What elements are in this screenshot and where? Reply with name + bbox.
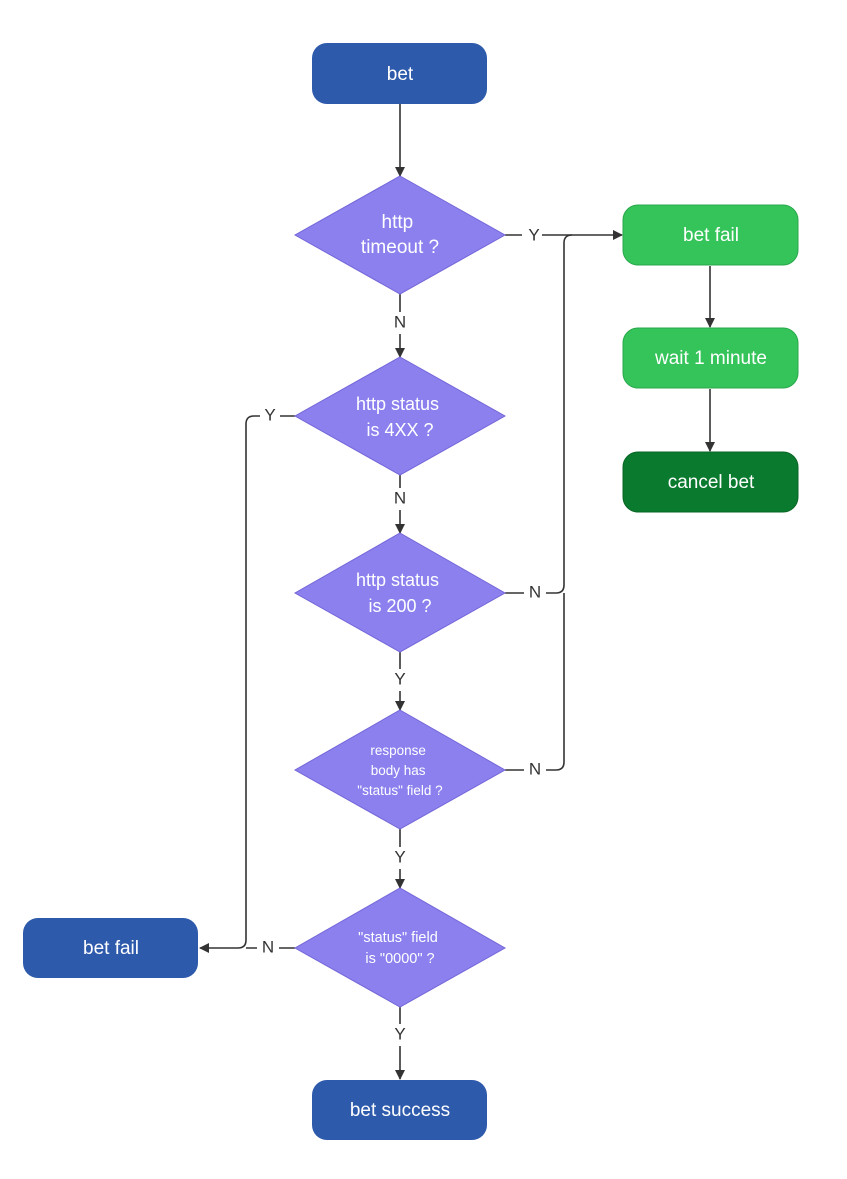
label-4xx-no: N bbox=[394, 488, 406, 507]
edge-body-no-to-betfail bbox=[505, 593, 565, 771]
decision-status-field-label: "status" field is "0000" ? bbox=[358, 930, 442, 967]
label-field-no: N bbox=[262, 937, 274, 956]
decision-http-status-4xx-label: http status is 4XX ? bbox=[356, 394, 444, 440]
decision-status-field[interactable]: "status" field is "0000" ? bbox=[293, 887, 507, 1008]
edge-4xx-yes-to-betfail-left bbox=[199, 415, 295, 953]
node-cancel-bet[interactable]: cancel bet bbox=[622, 451, 799, 513]
edge-labels: Y N Y N N Y N Y N Y bbox=[257, 225, 546, 1046]
node-cancel-bet-label: cancel bet bbox=[668, 472, 755, 493]
decision-response-body-label: response body has "status" field ? bbox=[357, 743, 442, 798]
node-bet-label: bet bbox=[387, 64, 414, 85]
node-bet-success-label: bet success bbox=[350, 1100, 450, 1121]
node-bet[interactable]: bet bbox=[312, 43, 487, 104]
label-200-no: N bbox=[529, 582, 541, 601]
decision-http-status-200-label: http status is 200 ? bbox=[356, 570, 444, 616]
label-4xx-yes: Y bbox=[264, 405, 275, 424]
label-timeout-yes: Y bbox=[528, 225, 539, 244]
label-body-yes: Y bbox=[394, 847, 405, 866]
node-bet-fail-right[interactable]: bet fail bbox=[622, 204, 799, 266]
decision-http-timeout-label: http timeout ? bbox=[361, 212, 439, 258]
node-bet-fail-left[interactable]: bet fail bbox=[23, 918, 198, 978]
decision-response-body[interactable]: response body has "status" field ? bbox=[293, 709, 507, 830]
label-field-yes: Y bbox=[394, 1024, 405, 1043]
edge-200-no-to-betfail bbox=[505, 234, 573, 594]
decision-http-status-4xx[interactable]: http status is 4XX ? bbox=[293, 356, 507, 476]
decision-http-status-200[interactable]: http status is 200 ? bbox=[293, 532, 507, 653]
node-wait-1-minute[interactable]: wait 1 minute bbox=[622, 327, 799, 389]
label-timeout-no: N bbox=[394, 312, 406, 331]
node-bet-success[interactable]: bet success bbox=[312, 1080, 487, 1140]
decision-http-timeout[interactable]: http timeout ? bbox=[293, 175, 507, 295]
label-body-no: N bbox=[529, 759, 541, 778]
node-bet-fail-left-label: bet fail bbox=[83, 938, 139, 959]
label-200-yes: Y bbox=[394, 669, 405, 688]
node-wait-1-minute-label: wait 1 minute bbox=[654, 348, 767, 369]
node-bet-fail-right-label: bet fail bbox=[683, 225, 739, 246]
